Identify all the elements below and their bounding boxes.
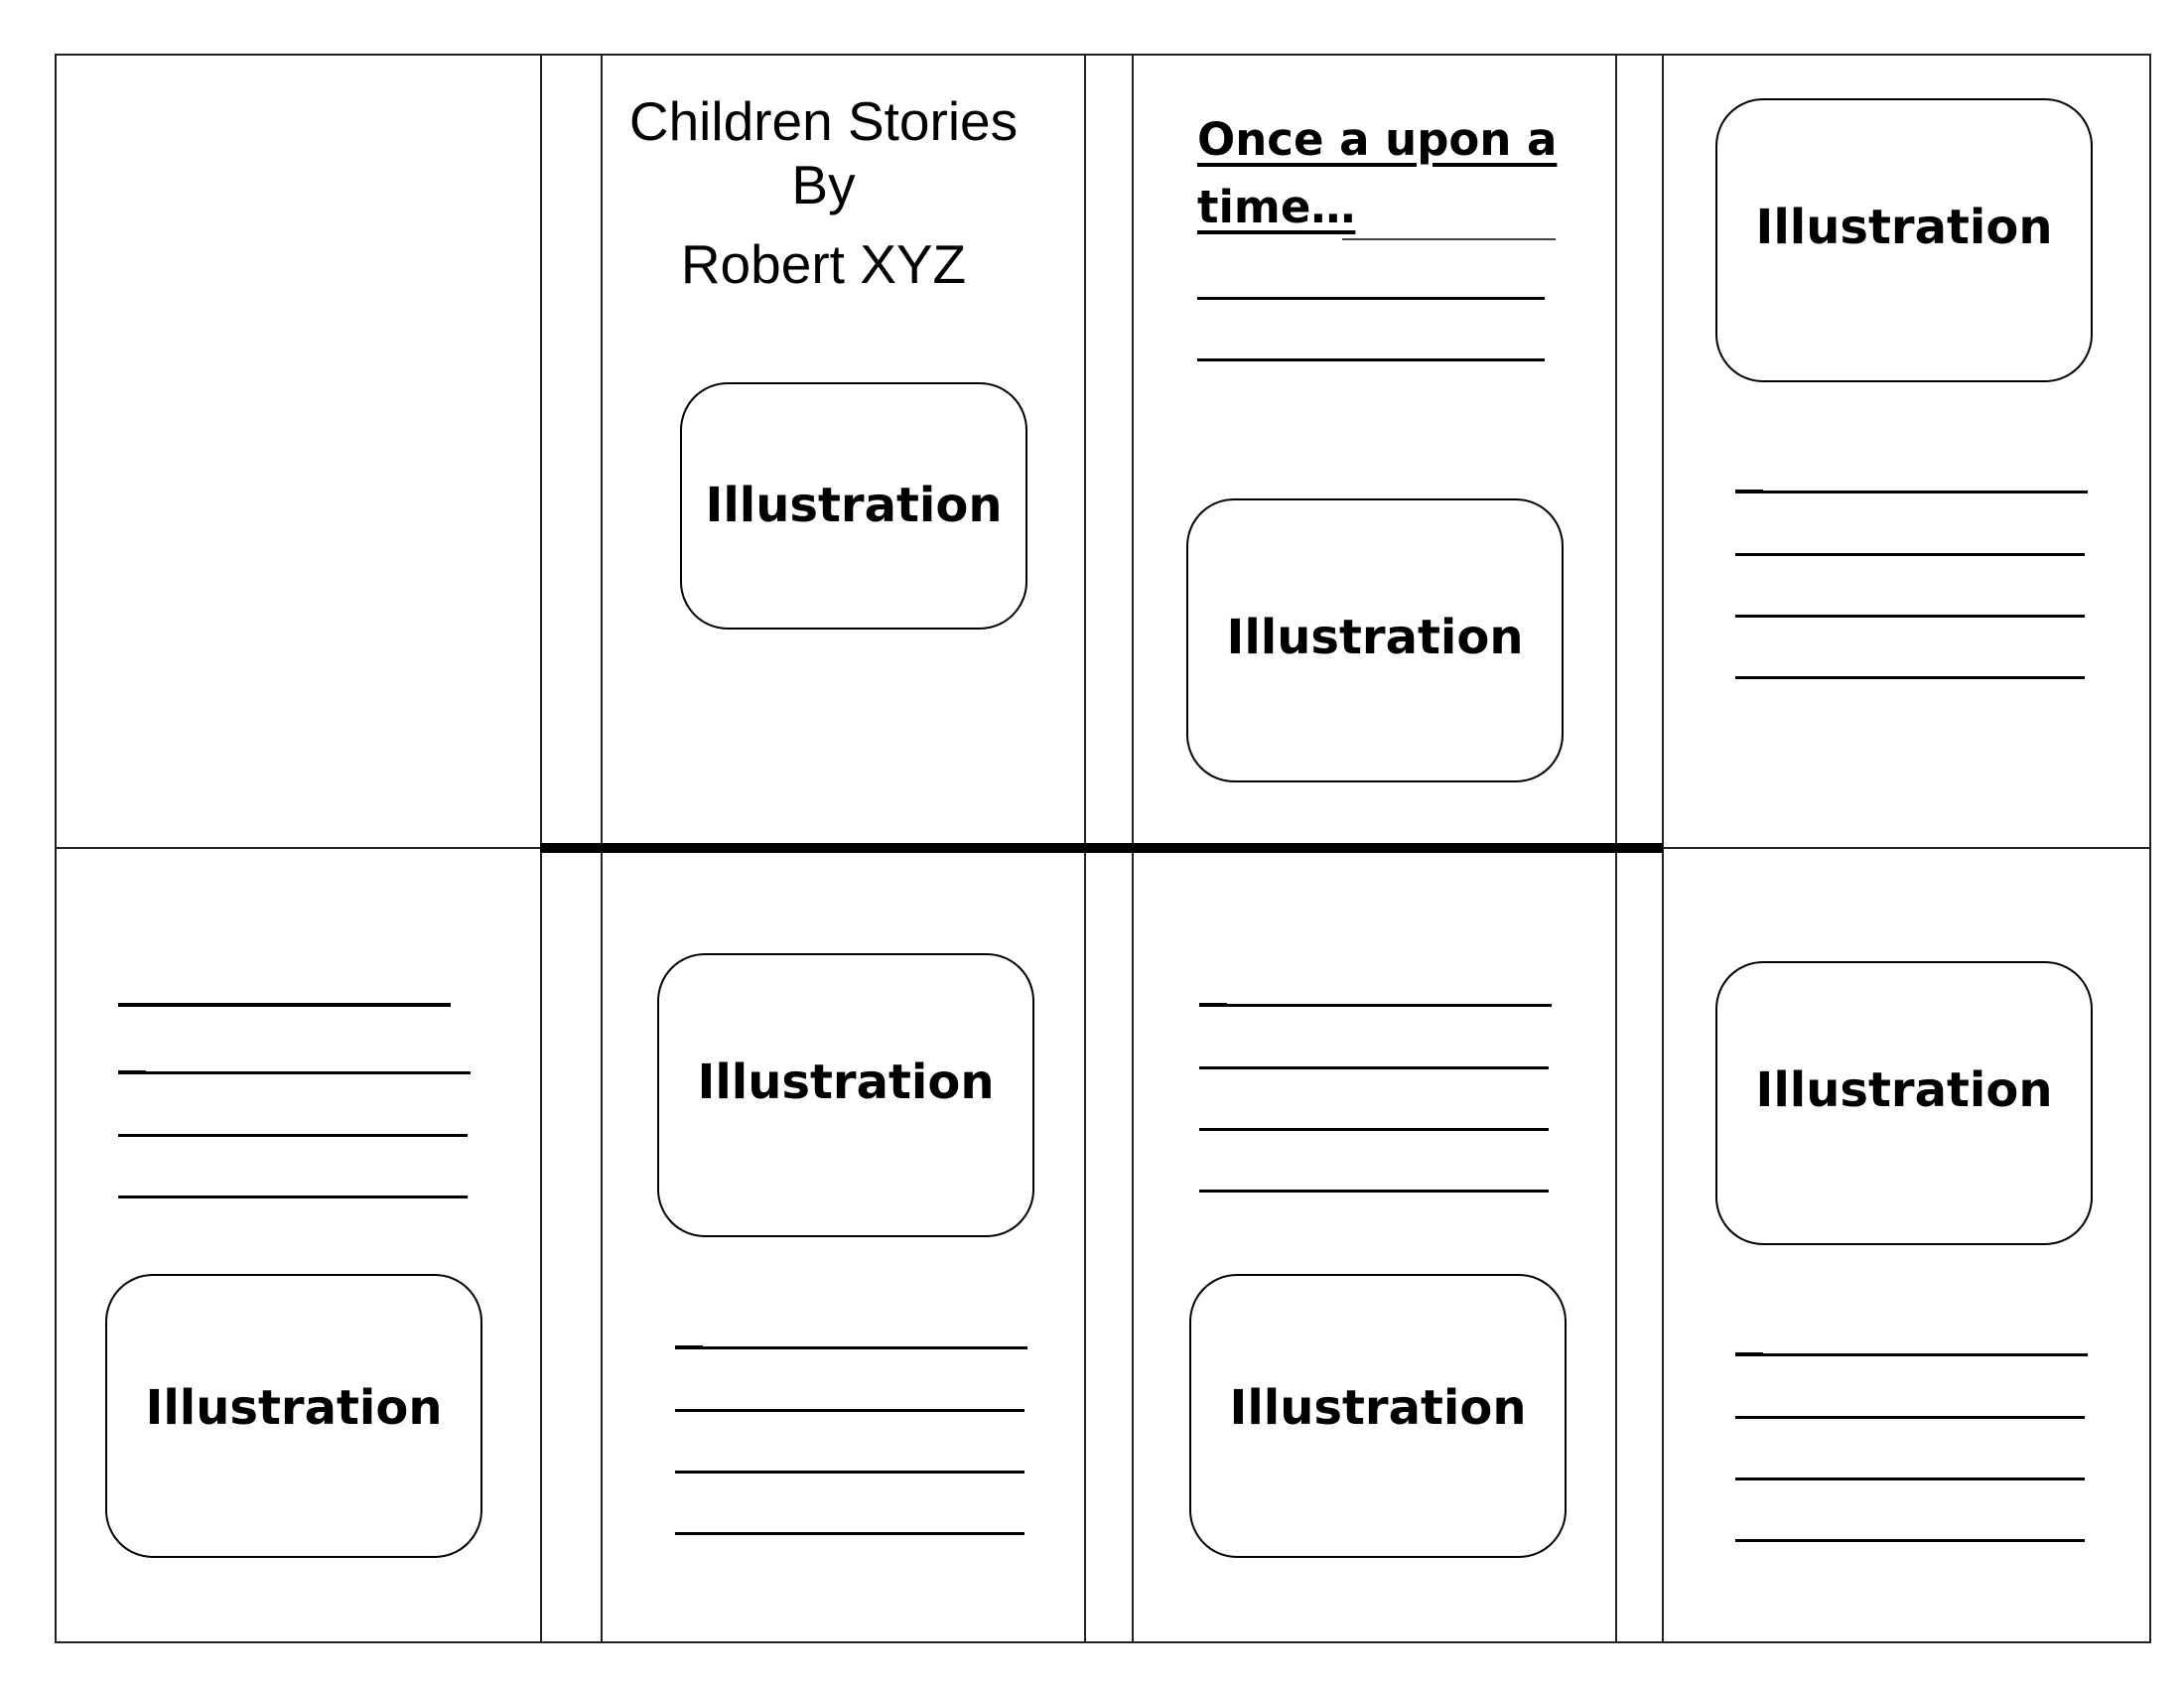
illustration-box: Illustration — [1715, 98, 2093, 382]
panel-top-4: Illustration — [1664, 56, 2149, 847]
illustration-label: Illustration — [1755, 200, 2053, 255]
writing-line — [118, 1003, 451, 1007]
writing-line — [1199, 1004, 1552, 1007]
writing-line — [1735, 1416, 2085, 1419]
panel-top-1-blank — [57, 56, 540, 847]
panel-top-3-opening: Once a upon a time… Illustration — [1134, 56, 1615, 847]
writing-line — [1735, 676, 2085, 679]
illustration-label: Illustration — [145, 1380, 443, 1436]
illustration-box: Illustration — [1189, 1274, 1567, 1558]
opening-line-continued: time… — [1197, 181, 1356, 233]
illustration-box: Illustration — [680, 382, 1027, 630]
panel-bottom-4: Illustration — [1664, 849, 2149, 1641]
writing-line — [1735, 615, 2085, 618]
writing-line — [1342, 238, 1556, 240]
writing-line — [1199, 1066, 1549, 1069]
title-by: By — [791, 154, 856, 215]
writing-line — [1735, 491, 2088, 493]
writing-line — [675, 1409, 1024, 1412]
illustration-label: Illustration — [697, 1055, 995, 1110]
writing-line — [118, 1196, 468, 1198]
illustration-label: Illustration — [1755, 1062, 2053, 1118]
writing-line — [1199, 1190, 1549, 1193]
illustration-label: Illustration — [705, 478, 1003, 533]
writing-line — [1199, 1128, 1549, 1131]
sheet-border-top — [55, 54, 2151, 56]
writing-line — [675, 1532, 1024, 1535]
writing-line — [1735, 1353, 2088, 1356]
panel-top-2-cover: Children Stories By Robert XYZ Illustrat… — [603, 56, 1084, 847]
illustration-label: Illustration — [1226, 610, 1524, 665]
writing-line — [1735, 1477, 2085, 1480]
illustration-box: Illustration — [657, 953, 1034, 1237]
illustration-box: Illustration — [1186, 498, 1564, 782]
writing-line — [1197, 297, 1545, 300]
cut-line — [540, 843, 1663, 853]
panel-bottom-1: Illustration — [57, 849, 540, 1641]
writing-line — [118, 1071, 471, 1074]
panel-bottom-2: Illustration — [603, 849, 1084, 1641]
sheet-border-bottom — [55, 1641, 2151, 1643]
writing-line — [1735, 1539, 2085, 1542]
illustration-label: Illustration — [1229, 1380, 1527, 1436]
writing-line — [675, 1346, 1027, 1349]
writing-line — [675, 1471, 1024, 1474]
writing-line — [1735, 553, 2085, 556]
illustration-box: Illustration — [105, 1274, 482, 1558]
writing-line — [118, 1134, 468, 1137]
panel-bottom-3: Illustration — [1134, 849, 1615, 1641]
illustration-box: Illustration — [1715, 961, 2093, 1245]
book-title: Children Stories — [628, 90, 1019, 152]
writing-line — [1197, 358, 1545, 361]
author-name: Robert XYZ — [680, 233, 967, 295]
opening-line: Once a upon a — [1197, 113, 1558, 166]
